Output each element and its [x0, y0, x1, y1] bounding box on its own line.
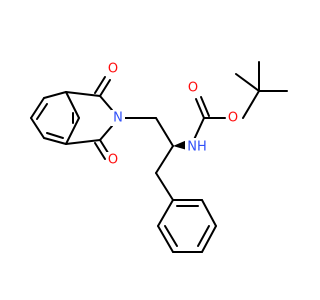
bond: [157, 199, 174, 227]
nitrogen-label-ring: N: [113, 111, 123, 126]
bond-inner: [36, 103, 48, 120]
bond-inner: [164, 225, 178, 247]
nitrogen-label-nh: NH: [187, 140, 207, 155]
bond-inner: [197, 225, 210, 247]
bond: [94, 76, 106, 94]
bond: [65, 139, 101, 145]
bond: [30, 97, 45, 119]
wedge-bond: [173, 140, 187, 150]
bond: [201, 225, 217, 253]
bond: [65, 91, 101, 97]
bond: [157, 225, 174, 253]
bond: [65, 91, 80, 119]
bond: [94, 142, 106, 160]
bond: [43, 137, 67, 145]
atom-labels: O O N NH O O: [106, 61, 240, 168]
bond: [242, 90, 260, 119]
bond: [155, 145, 174, 174]
bond: [99, 125, 113, 141]
background: [0, 0, 300, 300]
oxygen-label-bottom: O: [108, 153, 118, 168]
bond: [155, 172, 174, 201]
bond: [201, 199, 217, 227]
oxygen-label-carbonyl: O: [188, 81, 198, 96]
bond: [200, 96, 210, 117]
bond: [195, 98, 205, 119]
bonds: [30, 61, 288, 253]
bond: [30, 117, 45, 139]
oxygen-label-top: O: [108, 62, 118, 77]
bond: [235, 73, 260, 92]
bond: [65, 117, 80, 145]
oxygen-label-ester: O: [228, 111, 238, 126]
bond-inner: [46, 132, 64, 139]
bond: [155, 117, 174, 147]
bond: [99, 95, 113, 111]
molecule-diagram: O O N NH O O: [0, 0, 300, 300]
bond: [43, 91, 67, 99]
bond: [99, 79, 111, 97]
